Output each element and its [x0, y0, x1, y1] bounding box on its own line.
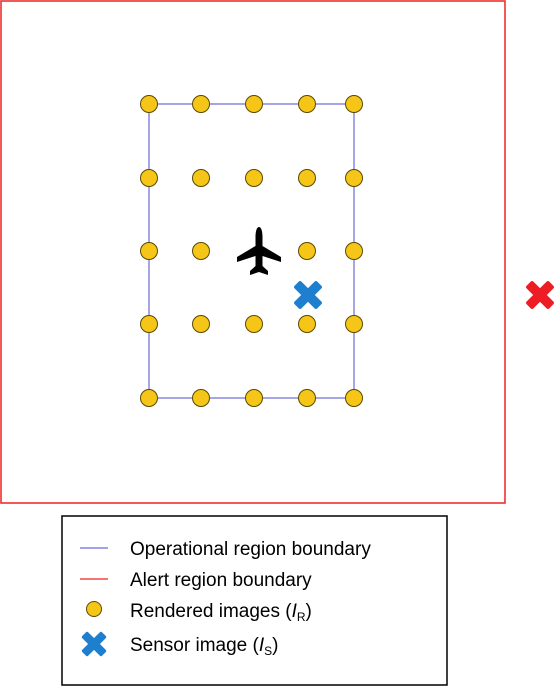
- x-cross-bar: [294, 281, 322, 309]
- rendered-image-marker: [245, 389, 263, 407]
- x-cross-bar: [526, 281, 554, 309]
- rendered-image-marker: [140, 169, 158, 187]
- rendered-image-marker: [245, 315, 263, 333]
- rendered-image-marker: [298, 389, 316, 407]
- rendered-image-marker: [298, 169, 316, 187]
- rendered-image-marker: [192, 95, 210, 113]
- airplane-icon: [237, 227, 281, 275]
- legend-rendered-label: Rendered images (IR): [130, 601, 312, 624]
- rendered-images-group: [140, 95, 363, 407]
- rendered-image-marker: [140, 315, 158, 333]
- rendered-image-marker: [245, 169, 263, 187]
- rendered-image-marker: [245, 95, 263, 113]
- rendered-image-marker: [298, 95, 316, 113]
- legend-alert-label: Alert region boundary: [130, 570, 312, 591]
- legend-box: [61, 515, 448, 686]
- rendered-image-marker: [140, 242, 158, 260]
- sensor-image-marker: [294, 281, 322, 309]
- legend: Operational region boundary Alert region…: [61, 515, 448, 686]
- rendered-image-marker: [140, 389, 158, 407]
- legend-sensor-label: Sensor image (IS): [130, 635, 278, 658]
- outside-sensor-marker: [526, 281, 554, 309]
- rendered-image-marker: [192, 315, 210, 333]
- rendered-image-marker: [192, 242, 210, 260]
- rendered-image-marker: [345, 242, 363, 260]
- legend-rendered-swatch: [86, 601, 102, 617]
- legend-sensor-swatch: [81, 631, 107, 657]
- rendered-image-marker: [345, 95, 363, 113]
- rendered-image-marker: [140, 95, 158, 113]
- rendered-image-marker: [345, 315, 363, 333]
- alert-region-boundary: [0, 0, 506, 504]
- rendered-image-marker: [298, 315, 316, 333]
- legend-operational-label: Operational region boundary: [130, 539, 371, 560]
- x-cross-bar: [81, 631, 107, 657]
- rendered-image-marker: [192, 389, 210, 407]
- rendered-image-marker: [345, 169, 363, 187]
- rendered-image-marker: [298, 242, 316, 260]
- rendered-image-marker: [192, 169, 210, 187]
- rendered-image-marker: [345, 389, 363, 407]
